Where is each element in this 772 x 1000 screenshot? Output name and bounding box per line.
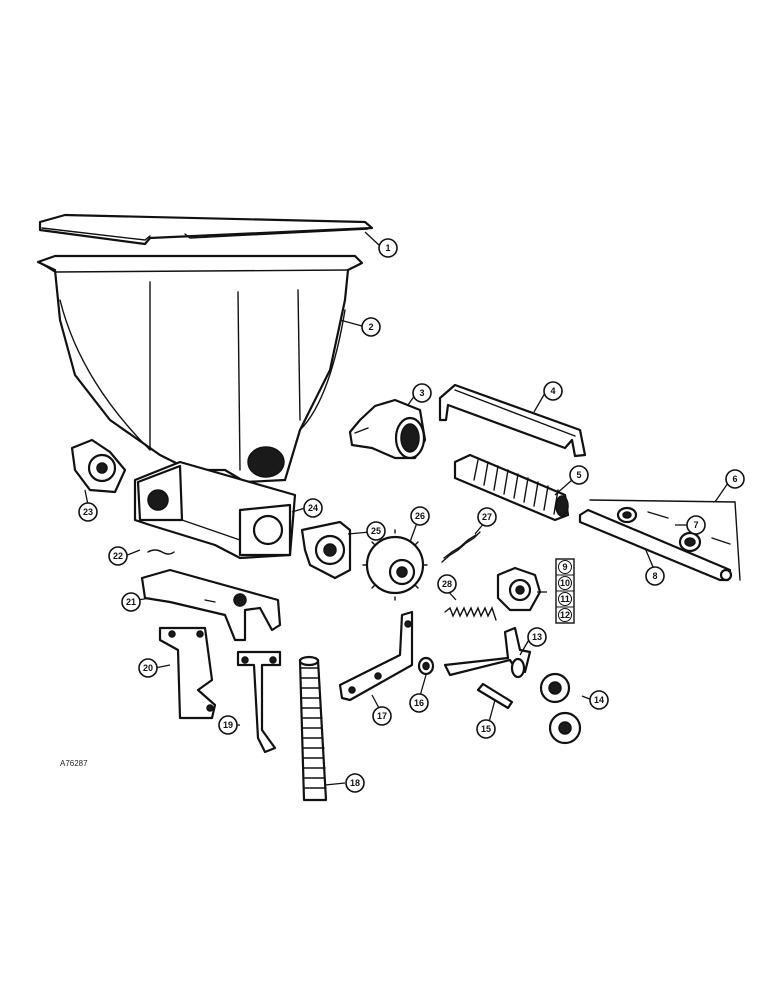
callout-7: 7 xyxy=(686,515,706,535)
callout-2: 2 xyxy=(361,317,381,337)
part-flex-tube xyxy=(298,655,328,802)
callout-label: 17 xyxy=(377,711,387,721)
callout-label: 25 xyxy=(371,526,381,536)
boxed-callout-12: 12 xyxy=(560,610,570,620)
callout-28: 28 xyxy=(437,574,457,594)
part-angle-bracket xyxy=(158,626,217,720)
callout-label: 21 xyxy=(126,597,136,607)
callout-3: 3 xyxy=(412,383,432,403)
callout-label: 20 xyxy=(143,663,153,673)
callout-label: 13 xyxy=(532,632,542,642)
callout-14: 14 xyxy=(589,690,609,710)
callout-18: 18 xyxy=(345,773,365,793)
callout-label: 19 xyxy=(223,720,233,730)
callout-label: 22 xyxy=(113,551,123,561)
callout-label: 5 xyxy=(576,470,581,480)
boxed-callout-11: 11 xyxy=(560,594,570,604)
figure-code: A76287 xyxy=(60,759,88,768)
callout-label: 6 xyxy=(732,474,737,484)
callout-label: 15 xyxy=(481,724,491,734)
callout-label: 7 xyxy=(693,520,698,530)
part-mounting-plate xyxy=(140,568,282,642)
callout-label: 23 xyxy=(83,507,93,517)
part-arm-plate xyxy=(338,610,414,702)
callout-1: 1 xyxy=(378,238,398,258)
part-lever-arm xyxy=(443,626,532,679)
callout-13: 13 xyxy=(527,627,547,647)
callout-24: 24 xyxy=(303,498,323,518)
callout-15: 15 xyxy=(476,719,496,739)
callout-label: 2 xyxy=(368,322,373,332)
callout-25: 25 xyxy=(366,521,386,541)
callout-label: 14 xyxy=(594,695,604,705)
part-spring xyxy=(444,606,497,621)
part-cotter-pin xyxy=(147,549,175,555)
part-strap-plate xyxy=(236,650,282,754)
callout-21: 21 xyxy=(121,592,141,612)
part-washer xyxy=(417,656,435,676)
callout-label: 26 xyxy=(415,511,425,521)
callout-27: 27 xyxy=(477,507,497,527)
part-tube-fitting xyxy=(348,398,427,460)
callout-6: 6 xyxy=(725,469,745,489)
part-bearing-housing xyxy=(300,520,352,580)
callout-label: 28 xyxy=(442,579,452,589)
part-rollers xyxy=(539,672,582,745)
callout-label: 16 xyxy=(414,698,424,708)
callout-16: 16 xyxy=(409,693,429,713)
callout-label: 4 xyxy=(550,386,555,396)
callout-label: 27 xyxy=(482,512,492,522)
callout-19: 19 xyxy=(218,715,238,735)
callout-23: 23 xyxy=(78,502,98,522)
boxed-callout-10: 10 xyxy=(560,578,570,588)
callout-17: 17 xyxy=(372,706,392,726)
part-shaft-assembly xyxy=(578,499,741,582)
boxed-callout-group: 9 10 11 12 xyxy=(555,558,575,624)
part-hopper xyxy=(36,254,364,484)
callout-label: 1 xyxy=(385,243,390,253)
callout-label: 8 xyxy=(652,571,657,581)
part-base-bracket xyxy=(133,460,297,560)
part-bearing-flange-left xyxy=(70,438,127,494)
callout-4: 4 xyxy=(543,381,563,401)
callout-26: 26 xyxy=(410,506,430,526)
callout-5: 5 xyxy=(569,465,589,485)
part-sprocket-small xyxy=(496,566,542,612)
boxed-callout-9: 9 xyxy=(562,562,567,572)
part-pin xyxy=(476,682,514,710)
part-lid xyxy=(38,213,374,246)
callout-label: 18 xyxy=(350,778,360,788)
callout-label: 3 xyxy=(419,388,424,398)
callout-label: 24 xyxy=(308,503,318,513)
part-bracket-bar xyxy=(438,383,587,458)
part-sprocket-large xyxy=(362,529,428,601)
callout-20: 20 xyxy=(138,658,158,678)
callout-8: 8 xyxy=(645,566,665,586)
callout-22: 22 xyxy=(108,546,128,566)
part-chain xyxy=(441,531,481,563)
part-auger xyxy=(453,453,570,522)
